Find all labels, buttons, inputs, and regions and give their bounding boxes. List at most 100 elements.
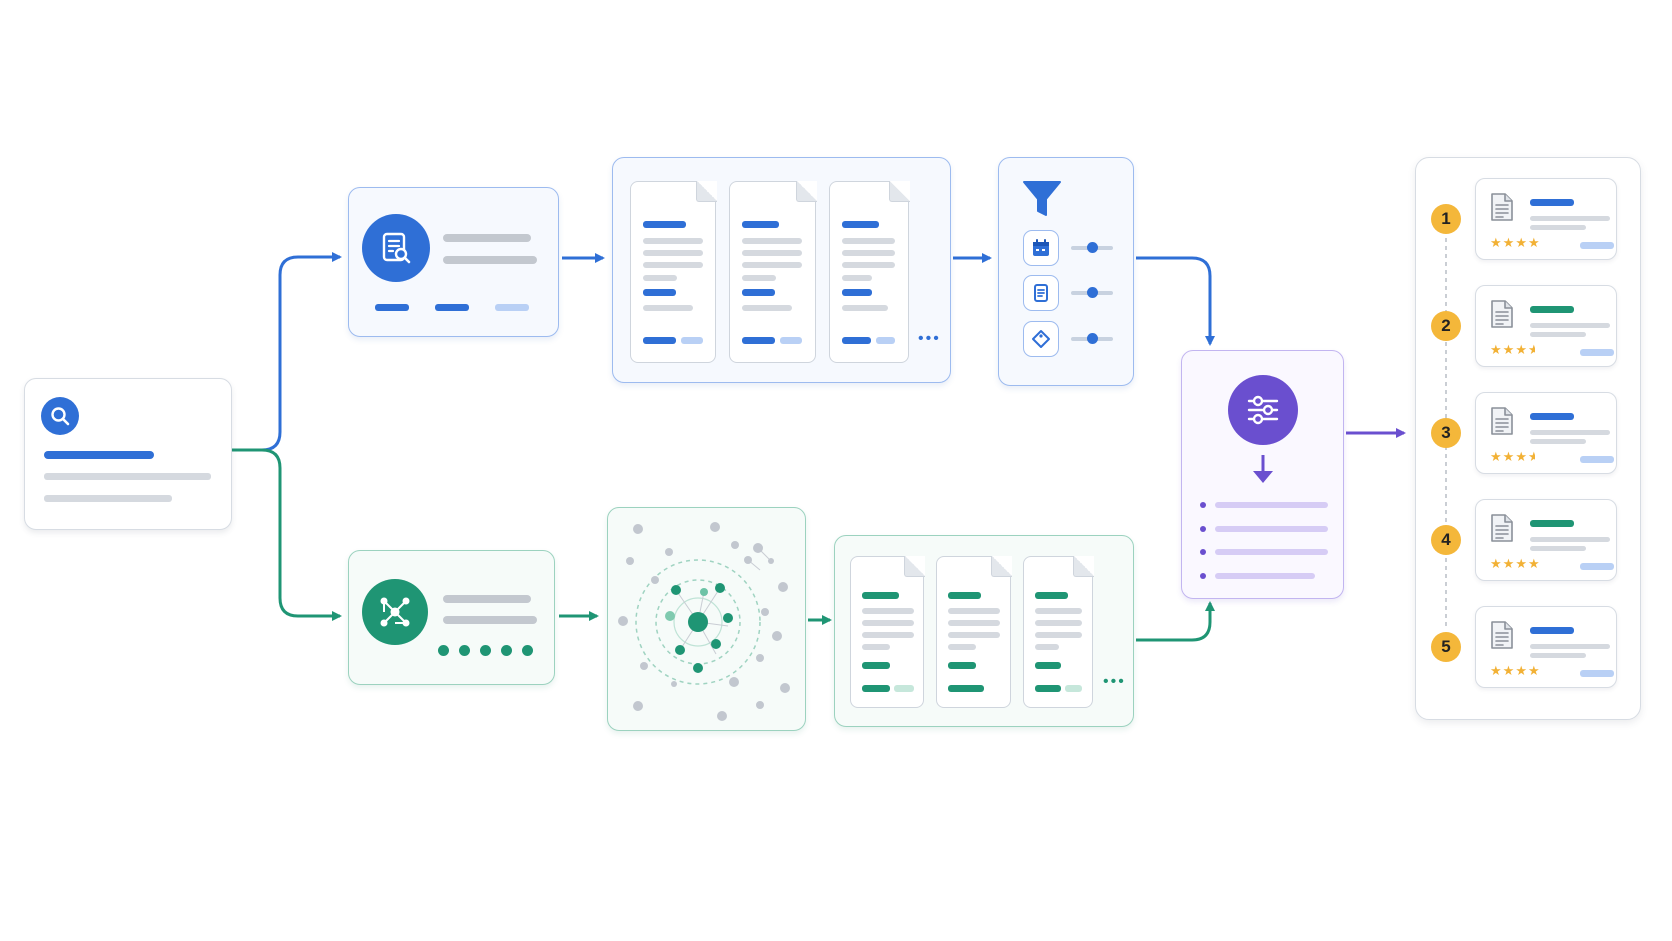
star-icon: ★ [1490,343,1503,358]
score-chip [1580,670,1614,677]
star-icon: ★ [1490,664,1503,679]
placeholder-line [1530,225,1586,230]
placeholder-line [443,595,531,603]
placeholder-line [44,473,211,480]
half-star-icon: ★ [1527,344,1536,357]
embedding-dot [480,645,491,656]
keyword-results-panel: ••• [612,157,951,383]
list-bullet [1200,502,1206,508]
star-icon: ★ [1490,450,1503,465]
slider-knob[interactable] [1087,287,1098,298]
rank-badge: 2 [1431,311,1461,341]
document-icon [1490,620,1514,655]
embedding-dot [522,645,533,656]
star-icon: ★ [1515,557,1528,572]
star-icon: ★ [1502,343,1516,358]
ranked-result-card[interactable]: ★★★★ [1475,178,1617,260]
query-to-semantic-arrow [232,448,342,621]
document-icon [1490,513,1514,548]
tag-icon[interactable] [1023,321,1059,357]
document-card [850,555,925,708]
fused-result-line [1215,573,1315,579]
network-nodes-icon [362,579,428,645]
more-indicator: ••• [918,330,941,347]
score-chip [1580,242,1614,249]
star-rating: ★★★★ [1490,451,1535,464]
document-icon [1490,192,1514,227]
result-title-bar [1530,627,1574,634]
score-chip [1580,456,1614,463]
query-text-bar [44,451,154,459]
star-icon: ★ [1515,450,1528,465]
result-title-bar [1530,199,1574,206]
star-icon: ★ [1527,664,1541,679]
fused-result-line [1215,526,1328,532]
score-chip [1580,349,1614,356]
document-icon [1490,299,1514,334]
star-rating: ★★★★ [1490,665,1541,678]
semantic-results-panel: ••• [834,535,1134,727]
calendar-icon[interactable] [1023,230,1059,266]
semantic-retrieval-card[interactable] [348,550,555,685]
document-icon[interactable] [1023,275,1059,311]
result-title-bar [1530,306,1574,313]
placeholder-line [1530,644,1610,649]
list-bullet [1200,549,1206,555]
placeholder-line [1530,216,1610,221]
result-title-bar [1530,520,1574,527]
slider-knob[interactable] [1087,333,1098,344]
result-title-bar [1530,413,1574,420]
fusion-rerank-card [1181,350,1344,599]
star-rating: ★★★★ [1490,237,1541,250]
placeholder-line [1530,546,1586,551]
arrow-down-icon [1251,455,1275,490]
star-icon: ★ [1515,664,1528,679]
vector-space-panel [607,507,806,731]
document-icon [1490,406,1514,441]
star-icon: ★ [1502,236,1516,251]
docs-to-fusion-arrow [1136,601,1215,642]
star-icon: ★ [1515,236,1528,251]
star-icon: ★ [1490,557,1503,572]
sliders-icon [1228,375,1298,445]
ranked-results-panel: 1★★★★2★★★★3★★★★4★★★★5★★★★ [1415,157,1641,720]
slider-knob[interactable] [1087,242,1098,253]
placeholder-line [44,495,172,502]
placeholder-line [443,256,537,264]
star-rating: ★★★★ [1490,558,1541,571]
placeholder-line [1530,323,1610,328]
document-search-icon [362,214,430,282]
star-icon: ★ [1527,236,1541,251]
fused-result-line [1215,549,1328,555]
ranked-result-card[interactable]: ★★★★ [1475,392,1617,474]
placeholder-line [1530,439,1586,444]
ranked-result-card[interactable]: ★★★★ [1475,285,1617,367]
embedding-dot [438,645,449,656]
placeholder-line [1530,332,1586,337]
vector-scatter [618,522,790,721]
keyword-token [495,304,529,311]
embedding-dot [501,645,512,656]
star-icon: ★ [1502,664,1516,679]
placeholder-line [1530,537,1610,542]
placeholder-line [443,616,537,624]
star-icon: ★ [1490,236,1503,251]
ranked-result-card[interactable]: ★★★★ [1475,606,1617,688]
query-card[interactable] [24,378,232,530]
star-icon: ★ [1502,450,1516,465]
list-bullet [1200,526,1206,532]
keyword-token [375,304,409,311]
star-rating: ★★★★ [1490,344,1535,357]
ranked-result-card[interactable]: ★★★★ [1475,499,1617,581]
half-star-icon: ★ [1527,451,1536,464]
document-card [936,555,1012,708]
star-icon: ★ [1515,343,1528,358]
document-card [729,180,817,363]
filter-to-fusion-arrow [1136,256,1215,346]
keyword-retrieval-card[interactable] [348,187,559,337]
filter-panel [998,157,1134,386]
rank-badge: 4 [1431,525,1461,555]
star-icon: ★ [1502,557,1516,572]
rank-badge: 5 [1431,632,1461,662]
